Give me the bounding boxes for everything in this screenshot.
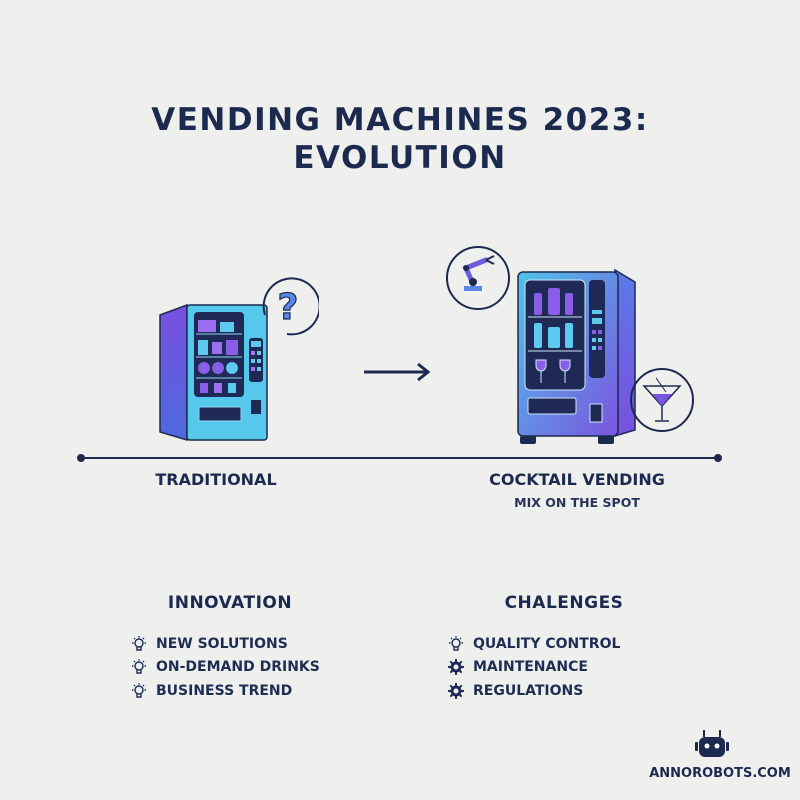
challenges-list: QUALITY CONTROL MAINTENANCE REGULATIONS [447,632,620,703]
title-line-1: VENDING MACHINES 2023: [151,102,649,138]
list-item: NEW SOLUTIONS [130,632,320,656]
brand-name: ANNOROBOTS.COM [649,766,791,781]
traditional-label: TRADITIONAL [155,470,277,489]
lightbulb-icon [448,635,464,651]
robot-arm-icon [446,246,510,310]
title-line-2: EVOLUTION [293,140,507,176]
list-item: BUSINESS TREND [130,679,320,703]
arrow-right-icon [364,362,431,382]
list-item: QUALITY CONTROL [447,632,620,656]
gear-icon [448,682,464,699]
martini-glass-icon [630,368,694,432]
challenges-heading: CHALENGES [504,593,624,613]
cocktail-vending-machine [517,268,636,444]
lightbulb-icon [131,682,147,698]
list-item: REGULATIONS [447,679,620,703]
lightbulb-icon [131,635,147,651]
cocktail-vending-label: COCKTAIL VENDING [489,470,665,489]
traditional-vending-machine [159,303,268,442]
list-item: ON-DEMAND DRINKS [130,656,320,680]
question-mark-icon: ? [262,277,319,336]
innovation-heading: INNOVATION [167,593,293,613]
robot-head-icon [695,730,729,757]
innovation-list: NEW SOLUTIONS ON-DEMAND DRINKS BUSINESS … [130,632,320,703]
list-item: MAINTENANCE [447,656,620,680]
gear-icon [448,659,464,676]
timeline [77,454,722,462]
svg-text:?: ? [278,287,299,328]
cocktail-vending-sublabel: MIX ON THE SPOT [514,495,640,510]
lightbulb-icon [131,658,147,674]
